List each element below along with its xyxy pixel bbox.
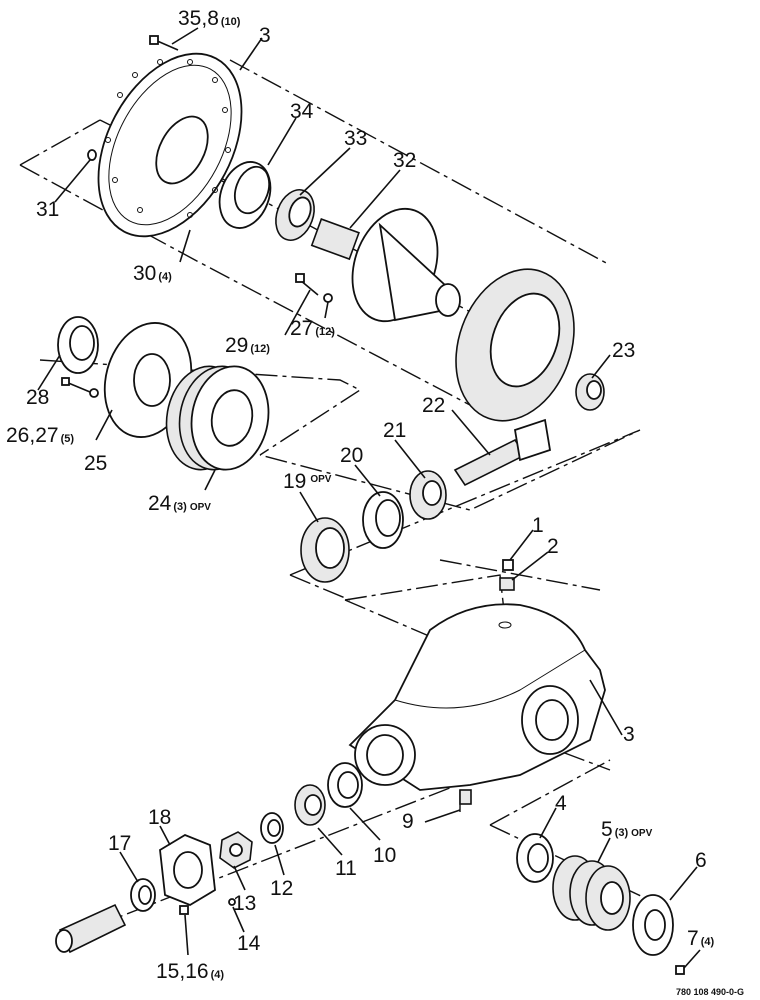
callout-27: 27(12) [290, 317, 335, 340]
part-6-cover-plate [632, 894, 674, 956]
part-24-shim-stack [165, 365, 270, 471]
callout-23: 23 [612, 339, 635, 362]
callout-15-16: 15,16(4) [156, 960, 224, 983]
callout-3-housing: 3 [623, 723, 635, 746]
drive-shaft [55, 903, 127, 954]
part-15-bolt [179, 905, 189, 915]
callout-2: 2 [547, 535, 559, 558]
callout-labels: 35,8(10) 3 34 33 32 31 30(4) 29(12) 27(1… [6, 7, 714, 983]
callout-25: 25 [84, 452, 107, 475]
part-21-bearing [409, 470, 447, 520]
callout-26-27: 26,27(5) [6, 424, 74, 447]
callout-32: 32 [393, 149, 416, 172]
part-18-yoke [159, 833, 216, 907]
part-7-bolt [675, 965, 685, 975]
callout-5: 5(3)OPV [601, 818, 653, 841]
part-31-pin [87, 149, 97, 161]
callout-35-8: 35,8(10) [178, 7, 241, 30]
callout-11: 11 [335, 857, 357, 880]
part-11-cone [294, 784, 326, 826]
part-14-pin [228, 898, 236, 906]
part-9-drain-plug [459, 789, 472, 805]
part-1-fitting [502, 559, 514, 571]
part-2-plug [499, 577, 515, 591]
callout-22: 22 [422, 394, 445, 417]
callout-17: 17 [108, 832, 131, 855]
part-22-ring-gear [455, 268, 575, 422]
callout-30: 30(4) [133, 262, 172, 285]
part-26-bolt [61, 377, 99, 398]
callout-7: 7(4) [687, 927, 714, 950]
part-10-cup [327, 762, 363, 808]
callout-24: 24(3)OPV [148, 492, 211, 515]
callout-21: 21 [383, 419, 406, 442]
part-22-pinion-shaft [453, 418, 552, 487]
part-17-washer [130, 878, 156, 912]
callout-33: 33 [344, 127, 367, 150]
callout-29: 29(12) [225, 334, 270, 357]
part-20-cup [362, 491, 404, 549]
leader-lines [37, 27, 701, 969]
callout-4: 4 [555, 792, 567, 815]
part-5-shim-stack [552, 855, 631, 931]
part-34-bearing-cup [218, 161, 272, 229]
callout-28: 28 [26, 386, 49, 409]
callout-13: 13 [233, 892, 256, 915]
callout-1: 1 [532, 514, 544, 537]
callout-14: 14 [237, 932, 261, 955]
callout-34: 34 [290, 100, 314, 123]
callout-10: 10 [373, 844, 396, 867]
callout-12: 12 [270, 877, 293, 900]
part-29-bolt [295, 273, 333, 303]
callout-20: 20 [340, 444, 363, 467]
part-4-seal [516, 833, 554, 883]
part-35-bolt [149, 35, 179, 51]
callout-3-top: 3 [259, 24, 271, 47]
drawing-number: 780 108 490-0-G [676, 987, 744, 997]
callout-31: 31 [36, 198, 59, 221]
part-23-pinion [575, 373, 605, 411]
part-33-bearing-cone [275, 189, 315, 241]
part-19-seal [300, 517, 350, 583]
part-28-seal-ring [57, 316, 99, 374]
part-3-housing [348, 603, 606, 791]
part-32-carrier [310, 207, 461, 323]
callout-6: 6 [695, 849, 707, 872]
part-13-nut [219, 831, 253, 869]
callout-18: 18 [148, 806, 171, 829]
callout-9: 9 [402, 810, 414, 833]
part-3-flange-plate [97, 52, 243, 238]
part-12-spacer [260, 812, 284, 844]
